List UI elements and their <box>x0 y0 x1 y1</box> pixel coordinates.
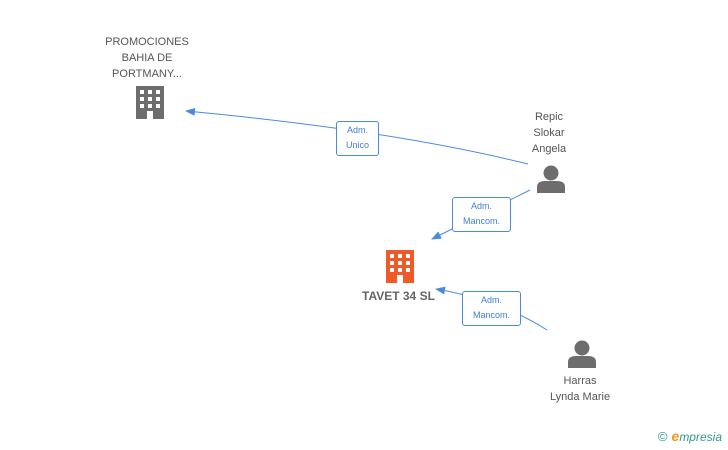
person-name-line: Angela <box>531 143 567 155</box>
relation-label-line: Mancom. <box>472 310 510 320</box>
building-icon[interactable] <box>386 250 414 283</box>
company-name-line: PORTMANY... <box>112 68 182 80</box>
relation-label-adm-mancom-repic[interactable]: Adm. Mancom. <box>452 197 511 232</box>
relation-label-line: Adm. <box>346 125 368 135</box>
company-name-tavet[interactable]: TAVET 34 SL <box>362 289 435 303</box>
relation-label-line: Adm. <box>480 295 502 305</box>
brand-e-letter: e <box>671 428 680 444</box>
relation-label-line: Unico <box>345 140 369 150</box>
person-name-repic[interactable]: Repic Slokar Angela <box>514 109 584 157</box>
person-name-line: Repic <box>534 111 564 123</box>
company-name-line: BAHIA DE <box>121 52 173 64</box>
building-icon[interactable] <box>136 86 164 119</box>
company-name-promociones[interactable]: PROMOCIONES BAHIA DE PORTMANY... <box>97 34 197 82</box>
company-name-line: PROMOCIONES <box>105 36 189 48</box>
brand-name: mpresia <box>679 430 722 444</box>
empresia-logo: ©empresia <box>658 428 722 444</box>
copyright-icon: © <box>657 429 668 444</box>
person-icon[interactable] <box>537 165 565 194</box>
person-name-line: Harras <box>563 375 597 387</box>
relation-label-line: Mancom. <box>462 216 500 226</box>
person-name-harras[interactable]: Harras Lynda Marie <box>535 373 625 405</box>
person-icon[interactable] <box>568 340 596 369</box>
relation-label-line: Adm. <box>470 201 492 211</box>
relation-label-adm-unico[interactable]: Adm. Unico <box>336 121 379 156</box>
relation-label-adm-mancom-harras[interactable]: Adm. Mancom. <box>462 291 521 326</box>
person-name-line: Slokar <box>533 127 565 139</box>
person-name-line: Lynda Marie <box>549 391 611 403</box>
